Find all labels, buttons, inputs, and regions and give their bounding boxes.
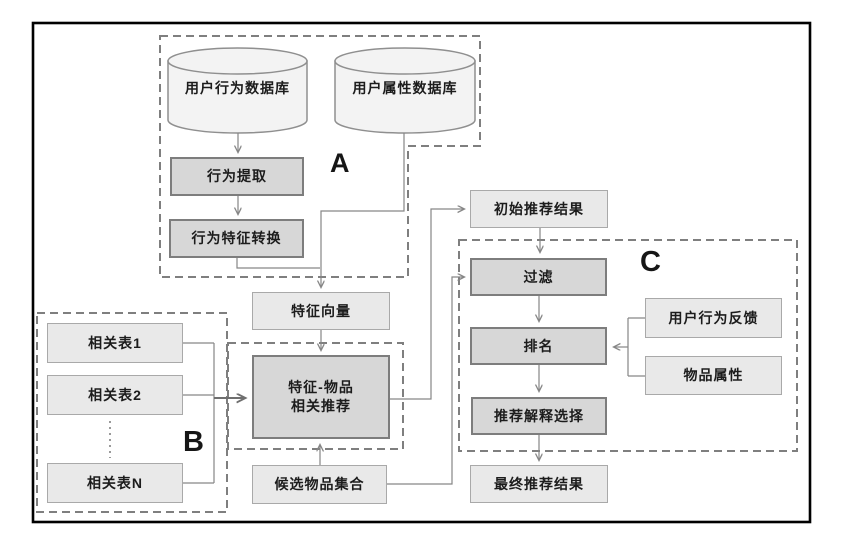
node-item-attributes: 物品属性 <box>645 356 782 395</box>
connector-convert-merge <box>236 258 320 269</box>
user-attribute-db-cylinder <box>334 47 476 134</box>
node-candidate-items: 候选物品集合 <box>252 465 387 504</box>
connector-recommender-to-initial <box>390 209 464 400</box>
connector-candidates-to-filter <box>387 277 464 485</box>
node-rel-table-2: 相关表2 <box>47 375 183 415</box>
node-final-results: 最终推荐结果 <box>470 465 608 503</box>
node-feature-vector: 特征向量 <box>252 292 390 330</box>
node-explanation-select: 推荐解释选择 <box>471 397 607 435</box>
node-feature-item-recommender: 特征-物品 相关推荐 <box>252 355 390 439</box>
section-b-boundary <box>36 312 228 513</box>
user-attribute-db-label: 用户属性数据库 <box>352 80 458 96</box>
recommender-boundary <box>227 342 404 450</box>
outer-frame <box>31 21 812 524</box>
node-user-feedback: 用户行为反馈 <box>645 298 782 338</box>
feature-item-line1: 特征-物品 <box>288 379 354 396</box>
node-filter: 过滤 <box>470 258 607 296</box>
feature-item-line2: 相关推荐 <box>291 398 351 414</box>
user-behavior-db-label: 用户行为数据库 <box>185 80 290 96</box>
user-behavior-db-cylinder <box>167 47 308 134</box>
node-behavior-feature-convert: 行为特征转换 <box>169 219 304 258</box>
section-c-boundary <box>458 239 798 452</box>
node-rel-table-1: 相关表1 <box>47 323 183 363</box>
node-initial-results: 初始推荐结果 <box>470 190 608 228</box>
connector-db2-to-feature-vector <box>321 133 405 287</box>
section-c-label: C <box>640 246 661 278</box>
node-rel-table-n: 相关表N <box>47 463 183 503</box>
node-behavior-extract: 行为提取 <box>170 157 304 196</box>
section-a-label: A <box>330 148 350 178</box>
section-a-boundary <box>159 35 481 278</box>
section-b-label: B <box>183 426 204 458</box>
node-ranking: 排名 <box>470 327 607 365</box>
